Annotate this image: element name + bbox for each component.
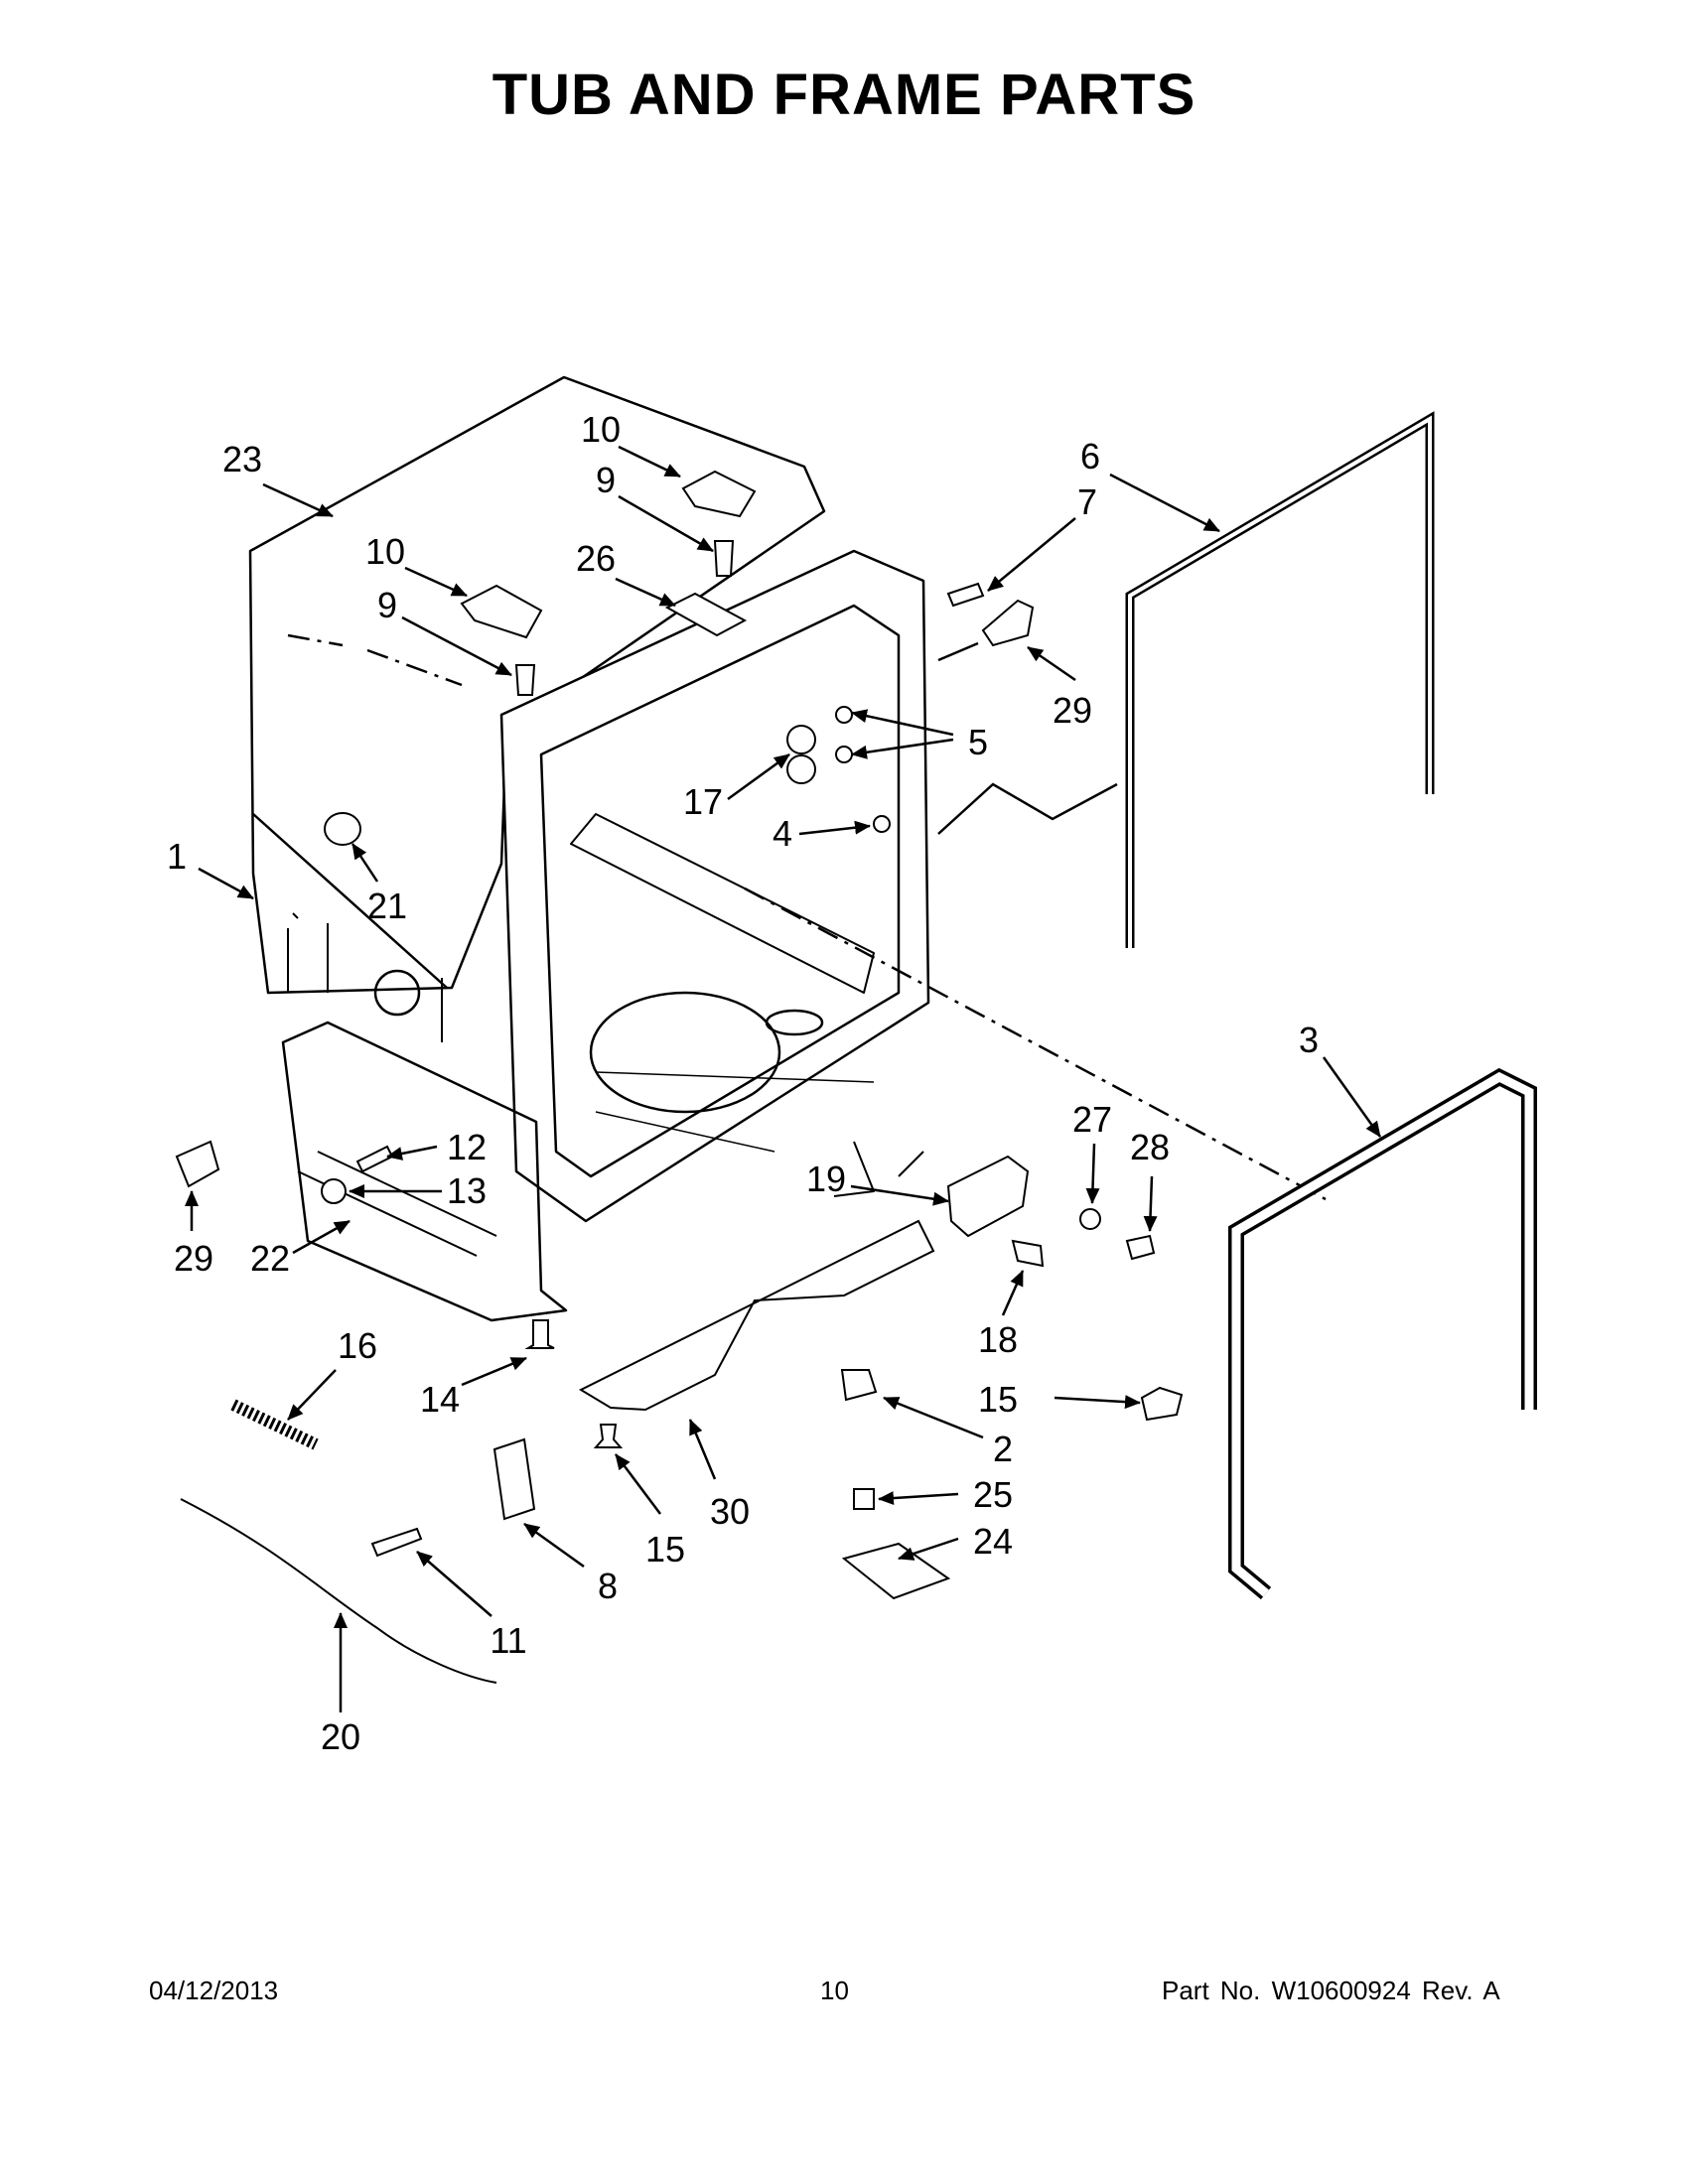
callout-6: 6	[1080, 436, 1100, 477]
callout-16: 16	[338, 1325, 377, 1366]
bracket	[841, 1542, 951, 1600]
callout-9a: 9	[596, 460, 616, 500]
rack-roller	[786, 754, 816, 784]
roller-assembly	[492, 1437, 536, 1521]
washer	[835, 706, 853, 724]
screw	[355, 1145, 394, 1173]
rack-roller	[786, 725, 816, 754]
sump-area	[589, 991, 781, 1114]
clip	[664, 592, 748, 637]
base-frame	[281, 1021, 568, 1322]
callout-13: 13	[447, 1170, 487, 1211]
hinge-bracket	[460, 584, 543, 639]
screw	[946, 582, 985, 608]
callout-9b: 9	[377, 585, 397, 625]
washer	[1079, 1208, 1101, 1230]
callout-24: 24	[973, 1521, 1013, 1562]
callout-10b: 10	[365, 531, 405, 572]
callout-7: 7	[1077, 481, 1097, 522]
washer	[835, 746, 853, 763]
callout-22: 22	[250, 1238, 290, 1279]
shield	[578, 1219, 935, 1412]
spacer	[840, 1369, 878, 1402]
screw	[713, 540, 735, 577]
callout-10a: 10	[581, 409, 621, 450]
cable	[180, 1498, 497, 1684]
callout-21: 21	[367, 886, 407, 926]
callout-12: 12	[447, 1127, 487, 1167]
grommet	[321, 1178, 347, 1204]
screw	[1011, 1239, 1045, 1268]
nut	[873, 815, 891, 833]
callout-26: 26	[576, 538, 616, 579]
bracket	[946, 1155, 1030, 1238]
callout-3: 3	[1299, 1020, 1319, 1060]
callout-27: 27	[1072, 1099, 1112, 1140]
page-title: TUB AND FRAME PARTS	[492, 63, 1196, 127]
callout-4: 4	[773, 813, 792, 854]
callout-23: 23	[222, 439, 262, 479]
spacer	[853, 1488, 875, 1510]
plug	[324, 812, 361, 846]
callout-29a: 29	[1053, 690, 1092, 731]
callout-8: 8	[598, 1566, 618, 1606]
door-gasket	[1125, 411, 1435, 948]
bottom-seal	[1228, 1067, 1537, 1600]
spring	[230, 1399, 319, 1450]
tub-frame	[499, 549, 930, 1223]
footer-part-number: Part No. W10600924 Rev. A	[1162, 1976, 1500, 2005]
footer-page-number: 10	[820, 1976, 849, 2005]
footer-date: 04/12/2013	[149, 1976, 279, 2005]
screw	[1125, 1234, 1156, 1261]
callout-29b: 29	[174, 1238, 213, 1279]
callout-15b: 15	[978, 1379, 1018, 1420]
screw	[514, 664, 536, 696]
callout-15a: 15	[645, 1529, 685, 1570]
callout-17: 17	[683, 781, 723, 822]
bumper	[175, 1140, 220, 1188]
callout-2: 2	[993, 1429, 1013, 1469]
hinge-bracket	[681, 470, 757, 518]
callout-19: 19	[806, 1159, 846, 1199]
bumper	[981, 599, 1035, 647]
screw	[370, 1527, 423, 1558]
leveling-leg	[524, 1319, 555, 1349]
callout-25: 25	[973, 1474, 1013, 1515]
callout-11: 11	[490, 1620, 526, 1661]
callout-20: 20	[321, 1716, 360, 1757]
callout-5: 5	[968, 722, 988, 762]
callout-18: 18	[978, 1319, 1018, 1360]
foot	[593, 1424, 624, 1448]
callout-28: 28	[1130, 1127, 1170, 1167]
callout-1: 1	[167, 836, 187, 877]
clip	[1140, 1386, 1184, 1422]
callout-30: 30	[710, 1491, 750, 1532]
callout-14: 14	[420, 1379, 460, 1420]
